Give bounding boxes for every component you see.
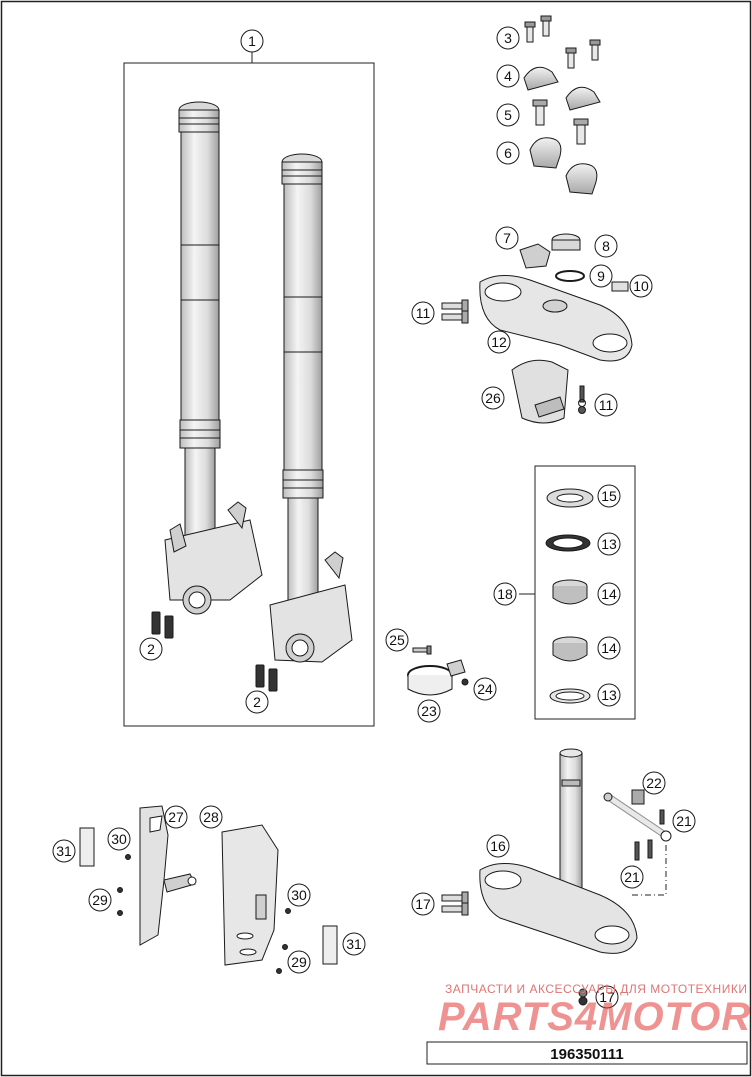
callout-30-left: 30: [107, 827, 131, 851]
callout-12: 12: [487, 330, 511, 354]
callout-26-number: 26: [485, 390, 501, 406]
watermark-brand: PARTS4MOTOR.RU: [438, 995, 752, 1039]
callout-18: 18: [493, 582, 517, 606]
callout-labels: 1 2 2 3 4 5 6 7 8 9 10 11 11 12 13 13 14…: [52, 26, 696, 1009]
callout-11-upper: 11: [411, 301, 435, 325]
callout-22: 22: [642, 771, 666, 795]
diagram-code-box: [426, 1041, 748, 1065]
callout-3-number: 3: [504, 30, 512, 46]
callout-9: 9: [589, 264, 613, 288]
callout-27: 27: [164, 805, 188, 829]
leader-line-dashed: [630, 845, 667, 896]
callout-31-number: 31: [56, 843, 72, 859]
callout-7-number: 7: [503, 230, 511, 246]
callout-9-number: 9: [597, 268, 605, 284]
callout-21-left: 21: [620, 865, 644, 889]
callout-1: 1: [240, 29, 264, 53]
lower-triple-clamp: [441, 748, 672, 1006]
callout-31-right: 31: [342, 932, 366, 956]
callout-15-number: 15: [601, 488, 617, 504]
callout-1-number: 1: [248, 33, 256, 49]
callout-29-number: 29: [92, 892, 108, 908]
callout-17-number: 17: [599, 989, 615, 1005]
callout-24: 24: [473, 677, 497, 701]
callout-7: 7: [495, 226, 519, 250]
callout-2-number: 2: [253, 694, 261, 710]
callout-16-number: 16: [490, 838, 506, 854]
callout-14-lower: 14: [597, 636, 621, 660]
diagram-code: 196350111: [550, 1046, 623, 1063]
fork-assembly-box: [123, 62, 375, 727]
axle-clamp-screws-upper: [151, 611, 174, 639]
callout-21-right: 21: [672, 809, 696, 833]
callout-30-number: 30: [111, 831, 127, 847]
upper-triple-clamp: [441, 233, 633, 424]
callout-10: 10: [629, 274, 653, 298]
callout-11-number: 11: [599, 397, 614, 413]
callout-5: 5: [496, 103, 520, 127]
callout-2-lower: 2: [245, 690, 269, 714]
callout-15: 15: [597, 484, 621, 508]
bearing-parts: [545, 488, 594, 704]
callout-18-number: 18: [497, 586, 513, 602]
callout-23: 23: [417, 699, 441, 723]
callout-28: 28: [199, 805, 223, 829]
callout-25-number: 25: [389, 632, 405, 648]
callout-11-lower: 11: [594, 393, 618, 417]
callout-4-number: 4: [504, 68, 512, 84]
callout-10-number: 10: [633, 278, 649, 294]
handlebar-clamp-parts: [523, 15, 601, 195]
callout-8-number: 8: [602, 238, 610, 254]
callout-31-left: 31: [52, 839, 76, 863]
callout-30-number: 30: [291, 887, 307, 903]
callout-17-upper: 17: [411, 892, 435, 916]
watermark-tagline: ЗАПЧАСТИ И АКСЕССУАРЫ ДЛЯ МОТОТЕХНИКИ: [445, 982, 747, 996]
bearing-set-box: [534, 465, 636, 720]
callout-11-number: 11: [416, 305, 431, 321]
fork-leg-left: [164, 101, 263, 615]
callout-28-number: 28: [203, 809, 219, 825]
callout-2-number: 2: [147, 641, 155, 657]
fork-clamp-parts: [407, 645, 469, 696]
callout-17-number: 17: [415, 896, 431, 912]
callout-21-number: 21: [624, 869, 640, 885]
callout-14-upper: 14: [597, 582, 621, 606]
callout-13-upper: 13: [597, 532, 621, 556]
callout-21-number: 21: [676, 813, 692, 829]
axle-clamp-screws-lower: [255, 664, 278, 692]
callout-29-left: 29: [88, 888, 112, 912]
callout-29-number: 29: [291, 954, 307, 970]
fork-leg-right: [269, 153, 353, 663]
callout-13-number: 13: [601, 536, 617, 552]
callout-27-number: 27: [168, 809, 184, 825]
callout-14-number: 14: [601, 586, 617, 602]
callout-13-number: 13: [601, 687, 617, 703]
callout-14-number: 14: [601, 640, 617, 656]
callout-23-number: 23: [421, 703, 437, 719]
fork-protector-parts: [79, 805, 338, 974]
callout-30-right: 30: [287, 883, 311, 907]
callout-6-number: 6: [504, 145, 512, 161]
callout-6: 6: [496, 141, 520, 165]
callout-24-number: 24: [477, 681, 493, 697]
callout-8: 8: [594, 234, 618, 258]
callout-4: 4: [496, 64, 520, 88]
callout-5-number: 5: [504, 107, 512, 123]
callout-26: 26: [481, 386, 505, 410]
callout-31-number: 31: [346, 936, 362, 952]
callout-13-lower: 13: [597, 683, 621, 707]
callout-22-number: 22: [646, 775, 662, 791]
callout-12-number: 12: [491, 334, 507, 350]
callout-16: 16: [486, 834, 510, 858]
callout-3: 3: [496, 26, 520, 50]
callout-17-lower: 17: [595, 985, 619, 1009]
callout-2-upper: 2: [139, 637, 163, 661]
callout-25: 25: [385, 628, 409, 652]
callout-29-right: 29: [287, 950, 311, 974]
